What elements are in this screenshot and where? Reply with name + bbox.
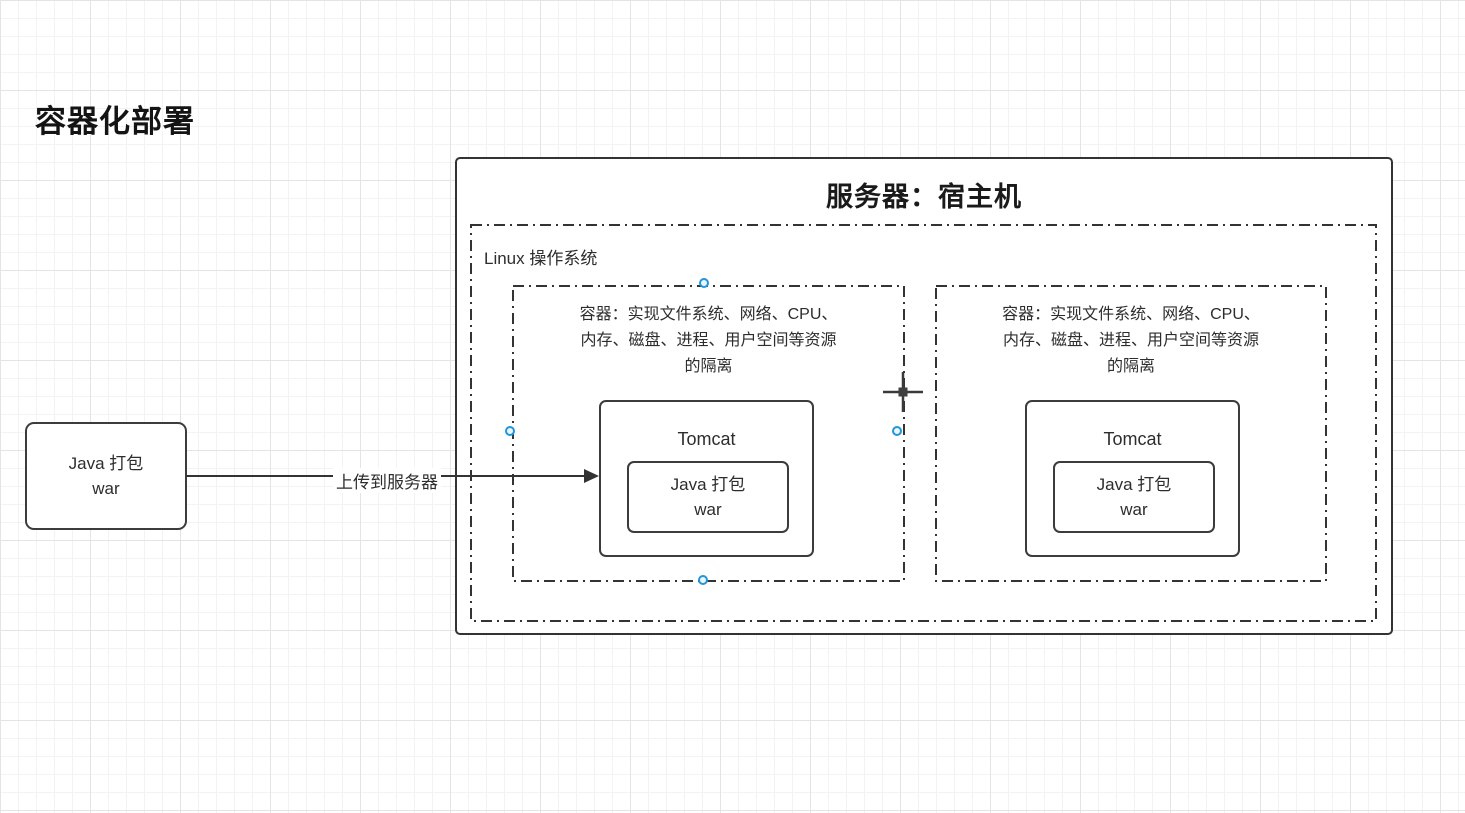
source-war-label: Java 打包 war [69, 451, 144, 501]
upload-arrow-label[interactable]: 上传到服务器 [333, 468, 441, 493]
container-2-description: 容器：实现文件系统、网络、CPU、 内存、磁盘、进程、用户空间等资源 的隔离 [935, 302, 1327, 380]
crosshair-cursor-icon [883, 372, 923, 412]
container-2-node[interactable]: 容器：实现文件系统、网络、CPU、 内存、磁盘、进程、用户空间等资源 的隔离 T… [935, 285, 1327, 582]
page-title: 容器化部署 [35, 104, 195, 139]
container-2-desc-line3: 的隔离 [1106, 358, 1155, 375]
container-1-desc-line3: 的隔离 [684, 358, 733, 375]
container-1-desc-line2: 内存、磁盘、进程、用户空间等资源 [580, 332, 837, 349]
tomcat-1-label: Tomcat [677, 429, 736, 449]
container-2-desc-line2: 内存、磁盘、进程、用户空间等资源 [1002, 332, 1259, 349]
source-war-node[interactable]: Java 打包 war [25, 422, 187, 530]
war-1-node[interactable]: Java 打包 war [627, 461, 789, 533]
war-1-label-line1: Java 打包 [670, 475, 746, 494]
upload-arrow-head [584, 469, 599, 483]
war-1-label: Java 打包 war [671, 472, 746, 522]
linux-os-node[interactable]: Linux 操作系统 容器：实现文件系统、网络、CPU、 内存、磁盘、进程、用户… [470, 224, 1377, 622]
linux-os-border [470, 224, 1377, 622]
container-1-description: 容器：实现文件系统、网络、CPU、 内存、磁盘、进程、用户空间等资源 的隔离 [512, 302, 905, 380]
server-host-node[interactable]: 服务器：宿主机 Linux 操作系统 容器：实现文件系统、网络、CPU、 内存、… [455, 157, 1393, 635]
war-1-label-line2: war [694, 500, 722, 519]
war-2-label-line2: war [1120, 500, 1148, 519]
selection-handle-right[interactable] [892, 426, 902, 436]
container-2-desc-line1: 容器：实现文件系统、网络、CPU、 [1002, 306, 1260, 323]
tomcat-2-node[interactable]: Tomcat Java 打包 war [1025, 400, 1240, 557]
container-1-desc-line1: 容器：实现文件系统、网络、CPU、 [579, 306, 838, 323]
war-2-label-line1: Java 打包 [1096, 475, 1172, 494]
linux-os-label: Linux 操作系统 [484, 249, 598, 268]
container-2-border [935, 285, 1327, 582]
tomcat-2-label: Tomcat [1103, 429, 1162, 449]
war-2-label: Java 打包 war [1097, 472, 1172, 522]
selection-handle-top[interactable] [699, 278, 709, 288]
war-2-node[interactable]: Java 打包 war [1053, 461, 1215, 533]
source-war-label-line2: war [92, 479, 120, 498]
source-war-label-line1: Java 打包 [68, 454, 144, 473]
selection-handle-bottom[interactable] [698, 575, 708, 585]
container-1-node[interactable]: 容器：实现文件系统、网络、CPU、 内存、磁盘、进程、用户空间等资源 的隔离 T… [512, 285, 905, 582]
tomcat-1-node[interactable]: Tomcat Java 打包 war [599, 400, 814, 557]
server-title: 服务器：宿主机 [826, 182, 1022, 212]
selection-handle-left[interactable] [505, 426, 515, 436]
